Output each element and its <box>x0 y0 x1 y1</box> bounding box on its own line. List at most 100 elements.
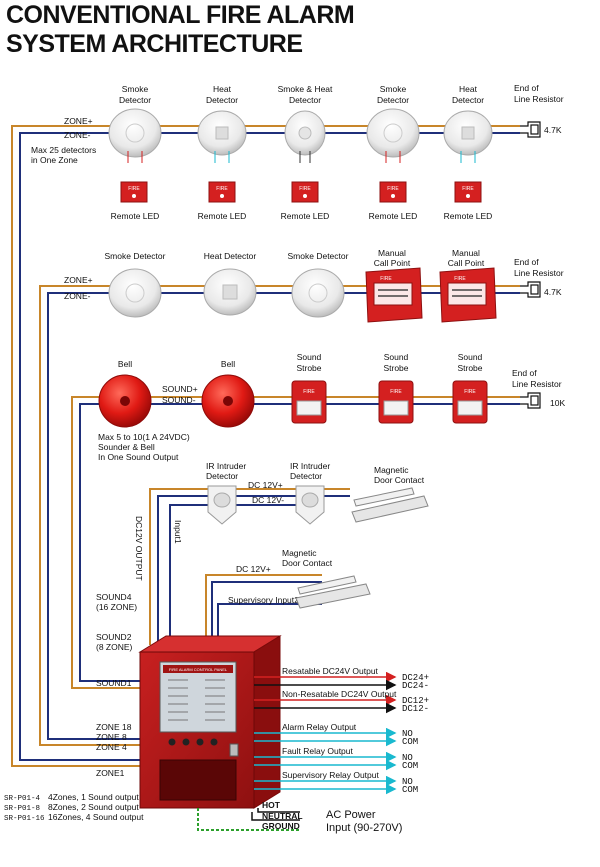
row1-device2-label1: Heat <box>213 84 232 94</box>
strobe1-label2: Strobe <box>296 363 321 373</box>
remote-led-label-5: Remote LED <box>444 211 493 221</box>
svg-text:FIRE: FIRE <box>299 186 311 192</box>
row1-device1-label2: Detector <box>119 95 151 105</box>
output3-terminal1: NO <box>402 729 413 739</box>
page-title-line1: CONVENTIONAL FIRE ALARM <box>6 1 355 29</box>
output1-terminal1: DC24+ <box>402 673 429 683</box>
remote-led-label-2: Remote LED <box>198 211 247 221</box>
row1-device4-label2: Detector <box>377 95 409 105</box>
dc12v-minus-wire <box>157 495 350 645</box>
mag2-label2: Door Contact <box>282 558 333 568</box>
bell-1-icon <box>98 374 152 428</box>
outputs: Resatable DC24V Output Non-Resatable DC2… <box>254 666 429 795</box>
row2-resistor-value: 4.7K <box>544 287 562 297</box>
row1-zone-plus-label: ZONE+ <box>64 116 93 126</box>
sound-strobe-2-icon: FIRE <box>378 380 414 424</box>
bell1-label: Bell <box>118 359 132 369</box>
key-lock-icon <box>229 743 239 757</box>
sound-strobe-3-icon: FIRE <box>452 380 488 424</box>
row1: ZONE+ ZONE- Max 25 detectors in One Zone… <box>31 83 564 221</box>
sup-in-wire <box>217 603 322 640</box>
svg-text:FIRE: FIRE <box>303 389 315 395</box>
ir-detector-2-icon <box>295 485 325 525</box>
ac-power-label1: AC Power <box>326 809 376 821</box>
row4: IR Intruder Detector IR Intruder Detecto… <box>134 461 429 581</box>
ir1-label2: Detector <box>206 471 238 481</box>
ir-detector-1-icon <box>207 485 237 525</box>
output5-label: Supervisory Relay Output <box>282 770 379 780</box>
eol-resistors <box>520 121 541 409</box>
ac-neutral-label: NEUTRAL <box>262 811 303 821</box>
ac-ground-label: GROUND <box>262 821 300 831</box>
supervisory-input-label: Supervisory Input2 <box>228 595 299 605</box>
row1-device4-label1: Smoke <box>380 84 407 94</box>
bell2-label: Bell <box>221 359 235 369</box>
output1-label: Resatable DC24V Output <box>282 666 379 676</box>
row2-smoke2-label: Smoke Detector <box>288 251 349 261</box>
input1-label: Input1 <box>173 520 183 544</box>
svg-text:FIRE: FIRE <box>454 276 466 282</box>
output3-terminal2: COM <box>402 737 418 747</box>
output1-terminal2: DC24- <box>402 681 429 691</box>
magnetic-contact-2-icon <box>295 575 371 609</box>
row3-eol-label1: End of <box>512 368 537 378</box>
zone1-plus-wire <box>11 125 520 767</box>
output2-terminal1: DC12+ <box>402 696 429 706</box>
strobe2-label2: Strobe <box>383 363 408 373</box>
sound4-label1: SOUND4 <box>96 592 132 602</box>
sup-minus-wire <box>211 581 322 640</box>
smoke-heat-detector-icon <box>284 110 326 163</box>
ac-hot-label: HOT <box>262 800 281 810</box>
row4-dc-plus-label: DC 12V+ <box>248 480 283 490</box>
strobe2-label1: Sound <box>384 352 409 362</box>
dc12v-output-label: DC12V OUTPUT <box>134 516 144 581</box>
output3-label: Alarm Relay Output <box>282 722 357 732</box>
row2-mcp2-label1: Manual <box>452 248 480 258</box>
row2-mcp1-label1: Manual <box>378 248 406 258</box>
row2-mcp1-label2: Call Point <box>374 258 411 268</box>
model2-desc: 8Zones, 2 Sound output <box>48 802 139 812</box>
smoke-detector-icon <box>108 108 162 163</box>
row1-device3-label2: Detector <box>289 95 321 105</box>
row1-device5-label1: Heat <box>459 84 478 94</box>
row1-eol-label1: End of <box>514 83 539 93</box>
remote-led-5-icon: FIRE <box>454 181 482 203</box>
output4-label: Fault Relay Output <box>282 746 354 756</box>
panel-brand-text: FIRE ALARM CONTROL PANEL <box>169 667 228 672</box>
remote-led-label-3: Remote LED <box>281 211 330 221</box>
sound4-label2: (16 ZONE) <box>96 602 137 612</box>
ir1-label1: IR Intruder <box>206 461 246 471</box>
row2-smoke1-label: Smoke Detector <box>105 251 166 261</box>
remote-led-4-icon: FIRE <box>379 181 407 203</box>
dc12v-plus-wire <box>149 488 350 645</box>
remote-led-2-icon: FIRE <box>208 181 236 203</box>
row4-dc-minus-label: DC 12V- <box>252 495 284 505</box>
smoke-detector-2-icon <box>366 108 420 163</box>
output2-label: Non-Resatable DC24V Output <box>282 689 397 699</box>
row3-resistor-value: 10K <box>550 398 565 408</box>
zone18-label: ZONE 18 <box>96 722 132 732</box>
sup-plus-wire <box>205 574 322 640</box>
sound-strobe-1-icon: FIRE <box>291 380 327 424</box>
ac-power-label2: Input (90-270V) <box>326 822 402 834</box>
mag1-label2: Door Contact <box>374 475 425 485</box>
manual-call-point-2-icon: FIRE <box>439 267 497 323</box>
remote-led-3-icon: FIRE <box>291 181 319 203</box>
row1-device3-label1: Smoke & Heat <box>278 84 333 94</box>
sound-minus-label: SOUND- <box>162 395 196 405</box>
ir2-label1: IR Intruder <box>290 461 330 471</box>
strobe3-label1: Sound <box>458 352 483 362</box>
row1-resistor-value: 4.7K <box>544 125 562 135</box>
heat-detector-icon <box>197 110 247 163</box>
row5: DC 12V+ Magnetic Door Contact Supervisor… <box>228 548 371 609</box>
sound2-label1: SOUND2 <box>96 632 132 642</box>
zone2-minus-wire <box>47 292 520 740</box>
svg-text:FIRE: FIRE <box>387 186 399 192</box>
input1-wire <box>169 504 310 645</box>
heat-detector-3-icon <box>203 268 257 316</box>
sound2-label2: (8 ZONE) <box>96 642 133 652</box>
zone4-label: ZONE 4 <box>96 742 127 752</box>
sound-plus-label: SOUND+ <box>162 384 198 394</box>
manual-call-point-1-icon: FIRE <box>365 267 423 323</box>
